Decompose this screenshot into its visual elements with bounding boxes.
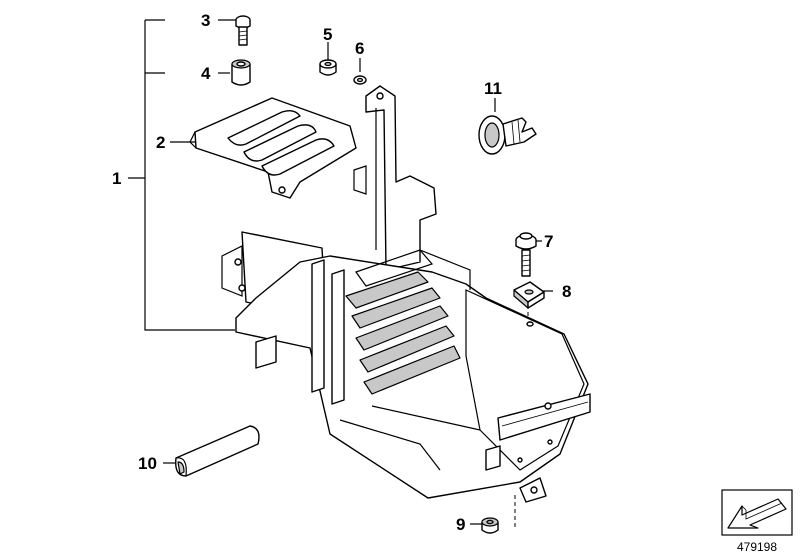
nut-part-9 bbox=[481, 517, 499, 534]
spacer-sleeve-part-4 bbox=[231, 59, 251, 86]
washer-part-6 bbox=[353, 75, 367, 85]
callout-10: 10 bbox=[138, 454, 157, 473]
callout-5: 5 bbox=[323, 25, 332, 44]
callout-3: 3 bbox=[201, 11, 210, 30]
callout-9: 9 bbox=[456, 515, 465, 534]
callout-7: 7 bbox=[544, 232, 553, 251]
holder-plate-part-2 bbox=[189, 97, 357, 199]
nut-part-5 bbox=[319, 59, 337, 76]
callout-2: 2 bbox=[156, 133, 165, 152]
direction-arrow-icon bbox=[721, 489, 793, 536]
callout-11: 11 bbox=[484, 79, 502, 98]
callout-4: 4 bbox=[201, 64, 211, 83]
battery-tray-part-1 bbox=[221, 85, 591, 503]
clip-nut-part-8 bbox=[513, 281, 545, 309]
callout-1: 1 bbox=[112, 169, 121, 188]
reference-number: 479198 bbox=[737, 540, 777, 554]
group-bracket bbox=[128, 19, 235, 331]
screw-part-3 bbox=[235, 15, 251, 46]
callout-8: 8 bbox=[562, 282, 571, 301]
expanding-rivet-part-11 bbox=[478, 115, 537, 155]
bolt-part-7 bbox=[515, 232, 537, 277]
edge-protector-part-10 bbox=[175, 425, 260, 477]
callout-labels: 1 2 3 4 5 6 7 8 9 10 11 bbox=[112, 11, 571, 534]
callout-6: 6 bbox=[355, 39, 364, 58]
